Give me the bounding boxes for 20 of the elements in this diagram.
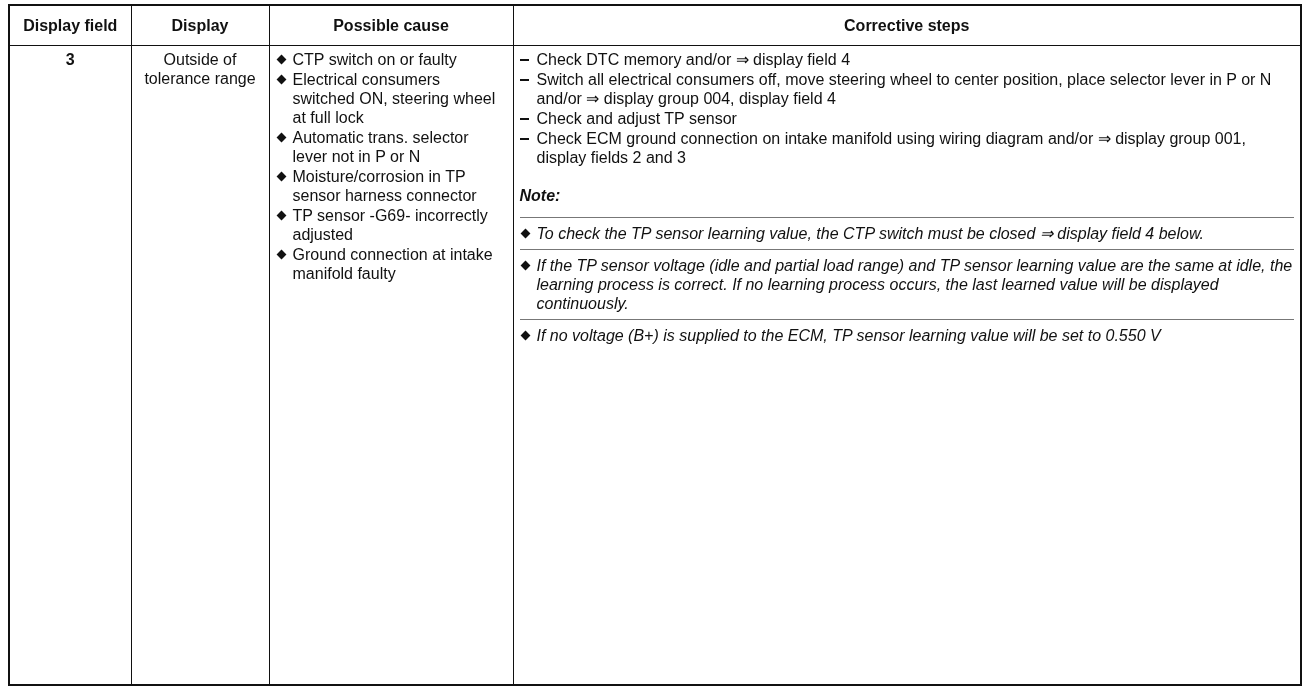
display-value: Outside of tolerance range <box>144 50 256 87</box>
corrective-step: Check ECM ground connection on intake manifold using wiring diagram and/or ⇒ display group 001, display fields 2 and 3 <box>536 128 1294 167</box>
column-header: Corrective steps <box>844 16 970 34</box>
corrective-step: Check and adjust TP sensor <box>536 108 737 128</box>
corrective-step: Check DTC memory and/or ⇒ display field 4 <box>536 49 851 69</box>
note-heading: Note: <box>519 185 561 205</box>
column-header: Possible cause <box>333 16 449 34</box>
corrective-step: Switch all electrical consumers off, move steering wheel to center position, place selector lever in P or N and/or ⇒ display group 004, display field 4 <box>536 69 1294 108</box>
column-header: Display field <box>23 16 118 34</box>
cause-item: TP sensor -G69- incorrectly adjusted <box>292 205 489 244</box>
column-header: Display <box>171 16 229 34</box>
note-item: To check the TP sensor learning value, the CTP switch must be closed ⇒ display field 4 below. <box>536 223 1205 243</box>
note-item: If the TP sensor voltage (idle and partial load range) and TP sensor learning value are the same at idle, the learning process is correct. If no learning process occurs, the last learned value will be displayed continuously. <box>536 255 1294 313</box>
cause-item: Ground connection at intake manifold faulty <box>292 244 494 283</box>
cause-item: CTP switch on or faulty <box>292 49 457 69</box>
field-number: 3 <box>65 50 75 68</box>
note-item: If no voltage (B+) is supplied to the ECM, TP sensor learning value will be set to 0.550 V <box>536 325 1161 345</box>
cause-item: Electrical consumers switched ON, steering wheel at full lock <box>292 69 497 127</box>
cause-item: Automatic trans. selector lever not in P or N <box>292 127 470 166</box>
cause-item: Moisture/corrosion in TP sensor harness connector <box>292 166 478 205</box>
